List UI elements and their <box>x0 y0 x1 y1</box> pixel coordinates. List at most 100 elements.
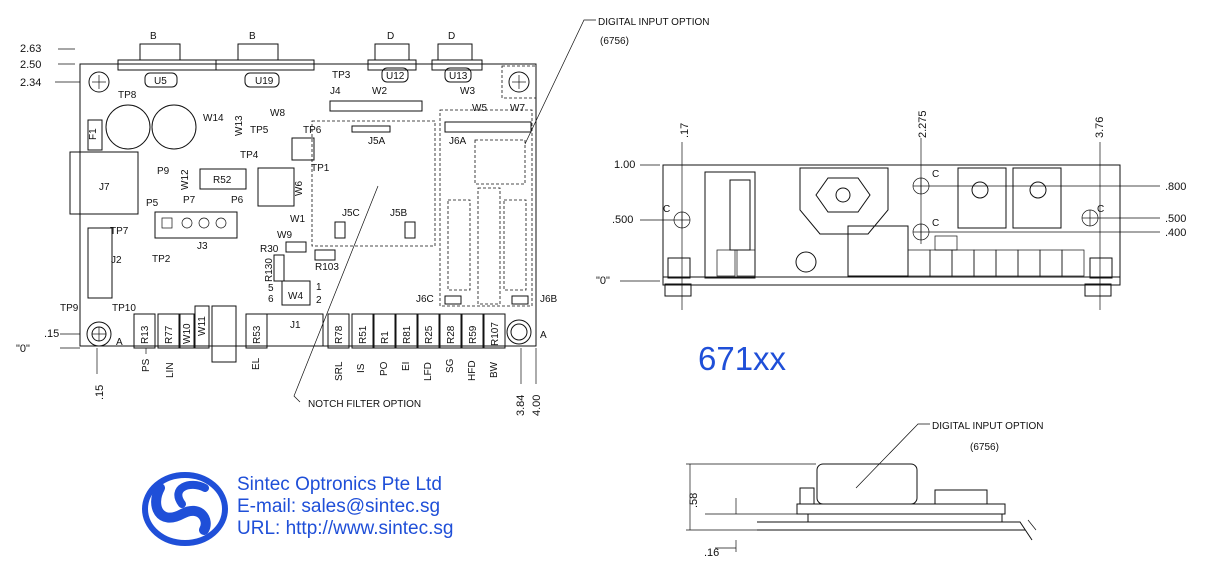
label-r25: R25 <box>424 325 435 344</box>
side-top-dim-2275: 2.275 <box>917 110 929 138</box>
label-tp4: TP4 <box>240 150 259 161</box>
top-label-2: B <box>249 31 256 42</box>
label-w6: W6 <box>294 181 305 196</box>
top-label-4: D <box>448 31 455 42</box>
label-j6b: J6B <box>540 294 558 305</box>
bottom-dim-015: .15 <box>94 385 106 400</box>
label-w13: W13 <box>234 115 245 136</box>
fn-hfd: HFD <box>467 360 478 381</box>
side-right-dim-0400: .400 <box>1165 227 1186 239</box>
capacitor-2 <box>151 104 197 150</box>
label-w12: W12 <box>180 169 191 190</box>
label-j5c: J5C <box>342 208 360 219</box>
profile-dim-058: .58 <box>688 493 700 508</box>
label-u5: U5 <box>154 76 167 87</box>
w4-pin-5: 5 <box>268 283 274 294</box>
label-j5a: J5A <box>368 136 386 147</box>
label-f1: F1 <box>88 128 99 140</box>
label-r59: R59 <box>468 325 479 344</box>
label-r28: R28 <box>446 325 457 344</box>
bottom-dim-384: 3.84 <box>515 395 527 416</box>
label-w10: W10 <box>182 323 193 344</box>
label-tp7: TP7 <box>110 226 129 237</box>
label-p6: P6 <box>231 195 244 206</box>
label-r81: R81 <box>402 325 413 344</box>
profile-view: .58 .16 DIGITAL INPUT OPTION (6756) <box>686 421 1044 559</box>
side-right-dim-0800: .800 <box>1165 181 1186 193</box>
digital-input-part: (6756) <box>600 36 629 47</box>
fn-lfd: LFD <box>423 362 434 381</box>
hole-letter-2: C <box>932 169 939 180</box>
profile-dim-016: .16 <box>704 547 719 559</box>
ic-u2 <box>291 137 315 161</box>
label-r53: R53 <box>252 325 263 344</box>
company-email: E-mail: sales@sintec.sg <box>237 496 441 517</box>
notch-filter-label: NOTCH FILTER OPTION <box>308 399 421 410</box>
side-top-dim-017: .17 <box>679 123 691 138</box>
company-name: Sintec Optronics Pte Ltd <box>237 474 442 495</box>
label-r103: R103 <box>315 262 339 273</box>
label-tp1: TP1 <box>311 163 330 174</box>
top-label-1: B <box>150 31 157 42</box>
w4-pin-6: 6 <box>268 294 274 305</box>
company-info: Sintec Optronics Pte Ltd E-mail: sales@s… <box>237 474 453 540</box>
fn-is: IS <box>356 363 367 373</box>
left-dim-015: .15 <box>44 328 59 340</box>
component-labels: U5 U19 U12 U13 TP3 J4 W2 W3 TP8 W14 W13 … <box>60 70 558 346</box>
fn-sg: SG <box>445 358 456 373</box>
label-w1: W1 <box>290 214 305 225</box>
model-number: 671xx <box>698 340 787 377</box>
label-j1: J1 <box>290 320 301 331</box>
label-r77: R77 <box>164 325 175 344</box>
company-url[interactable]: URL: http://www.sintec.sg <box>237 518 454 539</box>
fn-bw: BW <box>489 361 500 378</box>
left-dim-234: 2.34 <box>20 77 41 89</box>
j7-connector <box>69 151 139 215</box>
mounting-holes <box>86 65 537 347</box>
left-dim-263: 2.63 <box>20 43 41 55</box>
regulator-tabs <box>120 67 472 88</box>
fn-ei: EI <box>401 362 412 371</box>
label-r130: R130 <box>264 258 275 282</box>
label-tp3: TP3 <box>332 70 351 81</box>
label-r1: R1 <box>380 331 391 344</box>
hole-letter-3: C <box>932 218 939 229</box>
hole-letter-1: C <box>663 204 670 215</box>
label-j6a: J6A <box>449 136 467 147</box>
label-w7: W7 <box>510 103 525 114</box>
label-w4: W4 <box>288 291 303 302</box>
board-top-view: B B D D 2.63 2.50 2.34 .15 "0" .15 3.84 … <box>16 17 710 416</box>
label-tp2: TP2 <box>152 254 171 265</box>
side-letter-left: A <box>116 337 123 348</box>
w4-pin-1: 1 <box>316 282 322 293</box>
label-j4: J4 <box>330 86 341 97</box>
label-tp10: TP10 <box>112 303 136 314</box>
label-w8: W8 <box>270 108 285 119</box>
side-view: .17 2.275 3.76 1.00 .500 "0" .800 .500 .… <box>596 110 1186 310</box>
side-letter-right: A <box>540 330 547 341</box>
j2-connector <box>87 227 113 299</box>
w4-pin-2: 2 <box>316 295 322 306</box>
label-w2: W2 <box>372 86 387 97</box>
label-r78: R78 <box>334 325 345 344</box>
label-u13: U13 <box>449 71 468 82</box>
label-w5: W5 <box>472 103 487 114</box>
label-j6c: J6C <box>416 294 434 305</box>
sintec-logo-icon <box>142 472 228 546</box>
label-w14: W14 <box>203 113 224 124</box>
profile-label: DIGITAL INPUT OPTION <box>932 421 1044 432</box>
profile-part: (6756) <box>970 442 999 453</box>
label-p9: P9 <box>157 166 170 177</box>
side-top-dim-376: 3.76 <box>1094 117 1106 138</box>
left-dim-zero: "0" <box>16 343 30 355</box>
fn-el: EL <box>251 357 262 370</box>
fn-po: PO <box>379 361 390 376</box>
label-p7: P7 <box>183 195 196 206</box>
label-r107: R107 <box>490 322 501 346</box>
label-tp9: TP9 <box>60 303 79 314</box>
fn-srl: SRL <box>334 361 345 381</box>
label-tp6: TP6 <box>303 125 322 136</box>
top-housings <box>117 43 483 71</box>
label-u19: U19 <box>255 76 274 87</box>
